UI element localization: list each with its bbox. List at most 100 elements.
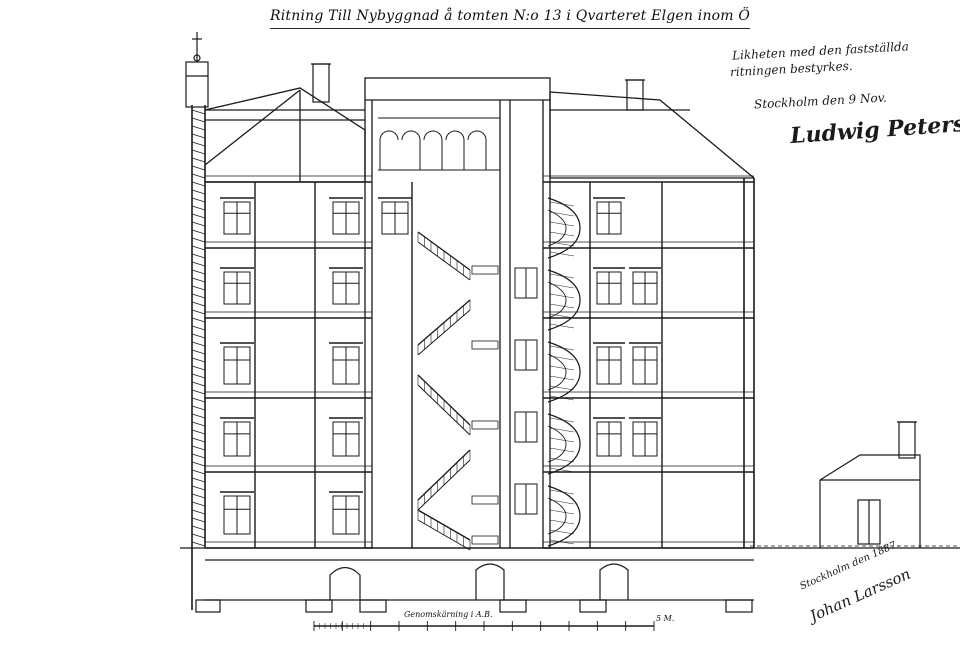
facade-rustication	[191, 485, 206, 491]
scale-bar	[313, 621, 655, 631]
left-tower	[185, 32, 209, 108]
facade-rustication	[191, 117, 206, 123]
outer-walls	[191, 105, 755, 610]
facade-rustication	[191, 213, 206, 219]
facade-rustication	[191, 109, 206, 115]
facade-rustication	[191, 445, 206, 451]
central-stair-tower	[364, 77, 551, 549]
facade-rustication	[191, 469, 206, 475]
stair-landing	[471, 265, 499, 275]
right-wing-openings	[593, 197, 661, 457]
facade-rustication	[191, 221, 206, 227]
spiral-stair-tread	[549, 365, 575, 371]
spiral-stair-tread	[549, 273, 575, 279]
spiral-stair-tread	[549, 313, 575, 319]
spiral-stair-inner	[547, 497, 567, 535]
right-roof	[549, 91, 755, 179]
basement	[195, 559, 754, 613]
spiral-stair-tread	[549, 489, 575, 495]
left-wing-openings	[220, 197, 412, 535]
facade-rustication	[191, 421, 206, 427]
spiral-stair-outer	[547, 269, 581, 331]
facade-rustication	[191, 397, 206, 403]
spiral-stair-tread	[549, 201, 575, 207]
facade-rustication	[191, 253, 206, 259]
spiral-stair-inner	[547, 209, 567, 247]
spiral-stair-tread	[549, 417, 575, 423]
facade-rustication	[191, 293, 206, 299]
spiral-stair-tread	[549, 303, 575, 309]
facade-rustication	[191, 501, 206, 507]
facade-rustication	[191, 373, 206, 379]
spiral-stair-tread	[549, 519, 575, 525]
facade-rustication	[191, 173, 206, 179]
spiral-stair-tread	[549, 447, 575, 453]
chimneys	[311, 63, 645, 111]
facade-rustication	[191, 437, 206, 443]
facade-rustication	[191, 141, 206, 147]
facade-rustication	[191, 389, 206, 395]
spiral-stair-tread	[549, 529, 575, 535]
facade-rustication	[191, 405, 206, 411]
straight-staircase	[417, 231, 499, 551]
spiral-stair-tread	[549, 221, 575, 227]
facade-rustication	[191, 285, 206, 291]
spiral-stair-inner	[547, 353, 567, 391]
floor-slabs-left	[205, 175, 413, 549]
spiral-stair-tread	[549, 283, 575, 289]
facade-rustication	[191, 133, 206, 139]
spiral-stair-tread	[549, 375, 575, 381]
facade-rustication	[191, 309, 206, 315]
facade-rustication	[191, 181, 206, 187]
stair-landing	[471, 340, 499, 350]
spiral-stair-tread	[549, 241, 575, 247]
tower-windows	[514, 267, 538, 515]
spiral-stair-tread	[549, 499, 575, 505]
spiral-stair-tread	[549, 395, 575, 401]
facade-rustication	[191, 349, 206, 355]
facade-rustication	[191, 477, 206, 483]
drawing-title: Ritning Till Nybyggnad å tomten N:o 13 i…	[270, 6, 750, 29]
facade-rustication	[191, 317, 206, 323]
spiral-stair-tread	[549, 467, 575, 473]
stair-landing	[471, 420, 499, 430]
spiral-stair-tread	[549, 539, 575, 545]
facade-rustication	[191, 157, 206, 163]
stair-landing	[471, 495, 499, 505]
spiral-stair-tread	[549, 251, 575, 257]
spiral-stair-outer	[547, 341, 581, 403]
facade-rustication	[191, 301, 206, 307]
facade-rustication	[191, 333, 206, 339]
facade-rustication	[191, 541, 206, 547]
facade-rustication	[191, 325, 206, 331]
left-facade-ornament	[191, 109, 206, 547]
facade-rustication	[191, 341, 206, 347]
facade-rustication	[191, 493, 206, 499]
spiral-stair-tread	[549, 345, 575, 351]
top-arcade	[378, 117, 500, 171]
spiral-stair-tread	[549, 323, 575, 329]
facade-rustication	[191, 381, 206, 387]
facade-rustication	[191, 277, 206, 283]
facade-rustication	[191, 197, 206, 203]
spiral-stair-tread	[549, 385, 575, 391]
facade-rustication	[191, 125, 206, 131]
facade-rustication	[191, 269, 206, 275]
facade-rustication	[191, 453, 206, 459]
spiral-stair-tread	[549, 211, 575, 217]
left-roof	[204, 87, 366, 183]
spiral-stair-tread	[549, 457, 575, 463]
facade-rustication	[191, 165, 206, 171]
facade-rustication	[191, 189, 206, 195]
facade-rustication	[191, 357, 206, 363]
spiral-stair-inner	[547, 281, 567, 319]
section-label: Genomskärning i A.B.	[404, 610, 493, 619]
spiral-stair-tread	[549, 293, 575, 299]
facade-rustication	[191, 245, 206, 251]
spiral-stair-tread	[549, 509, 575, 515]
facade-rustication	[191, 229, 206, 235]
annex-building	[819, 421, 921, 548]
facade-rustication	[191, 237, 206, 243]
